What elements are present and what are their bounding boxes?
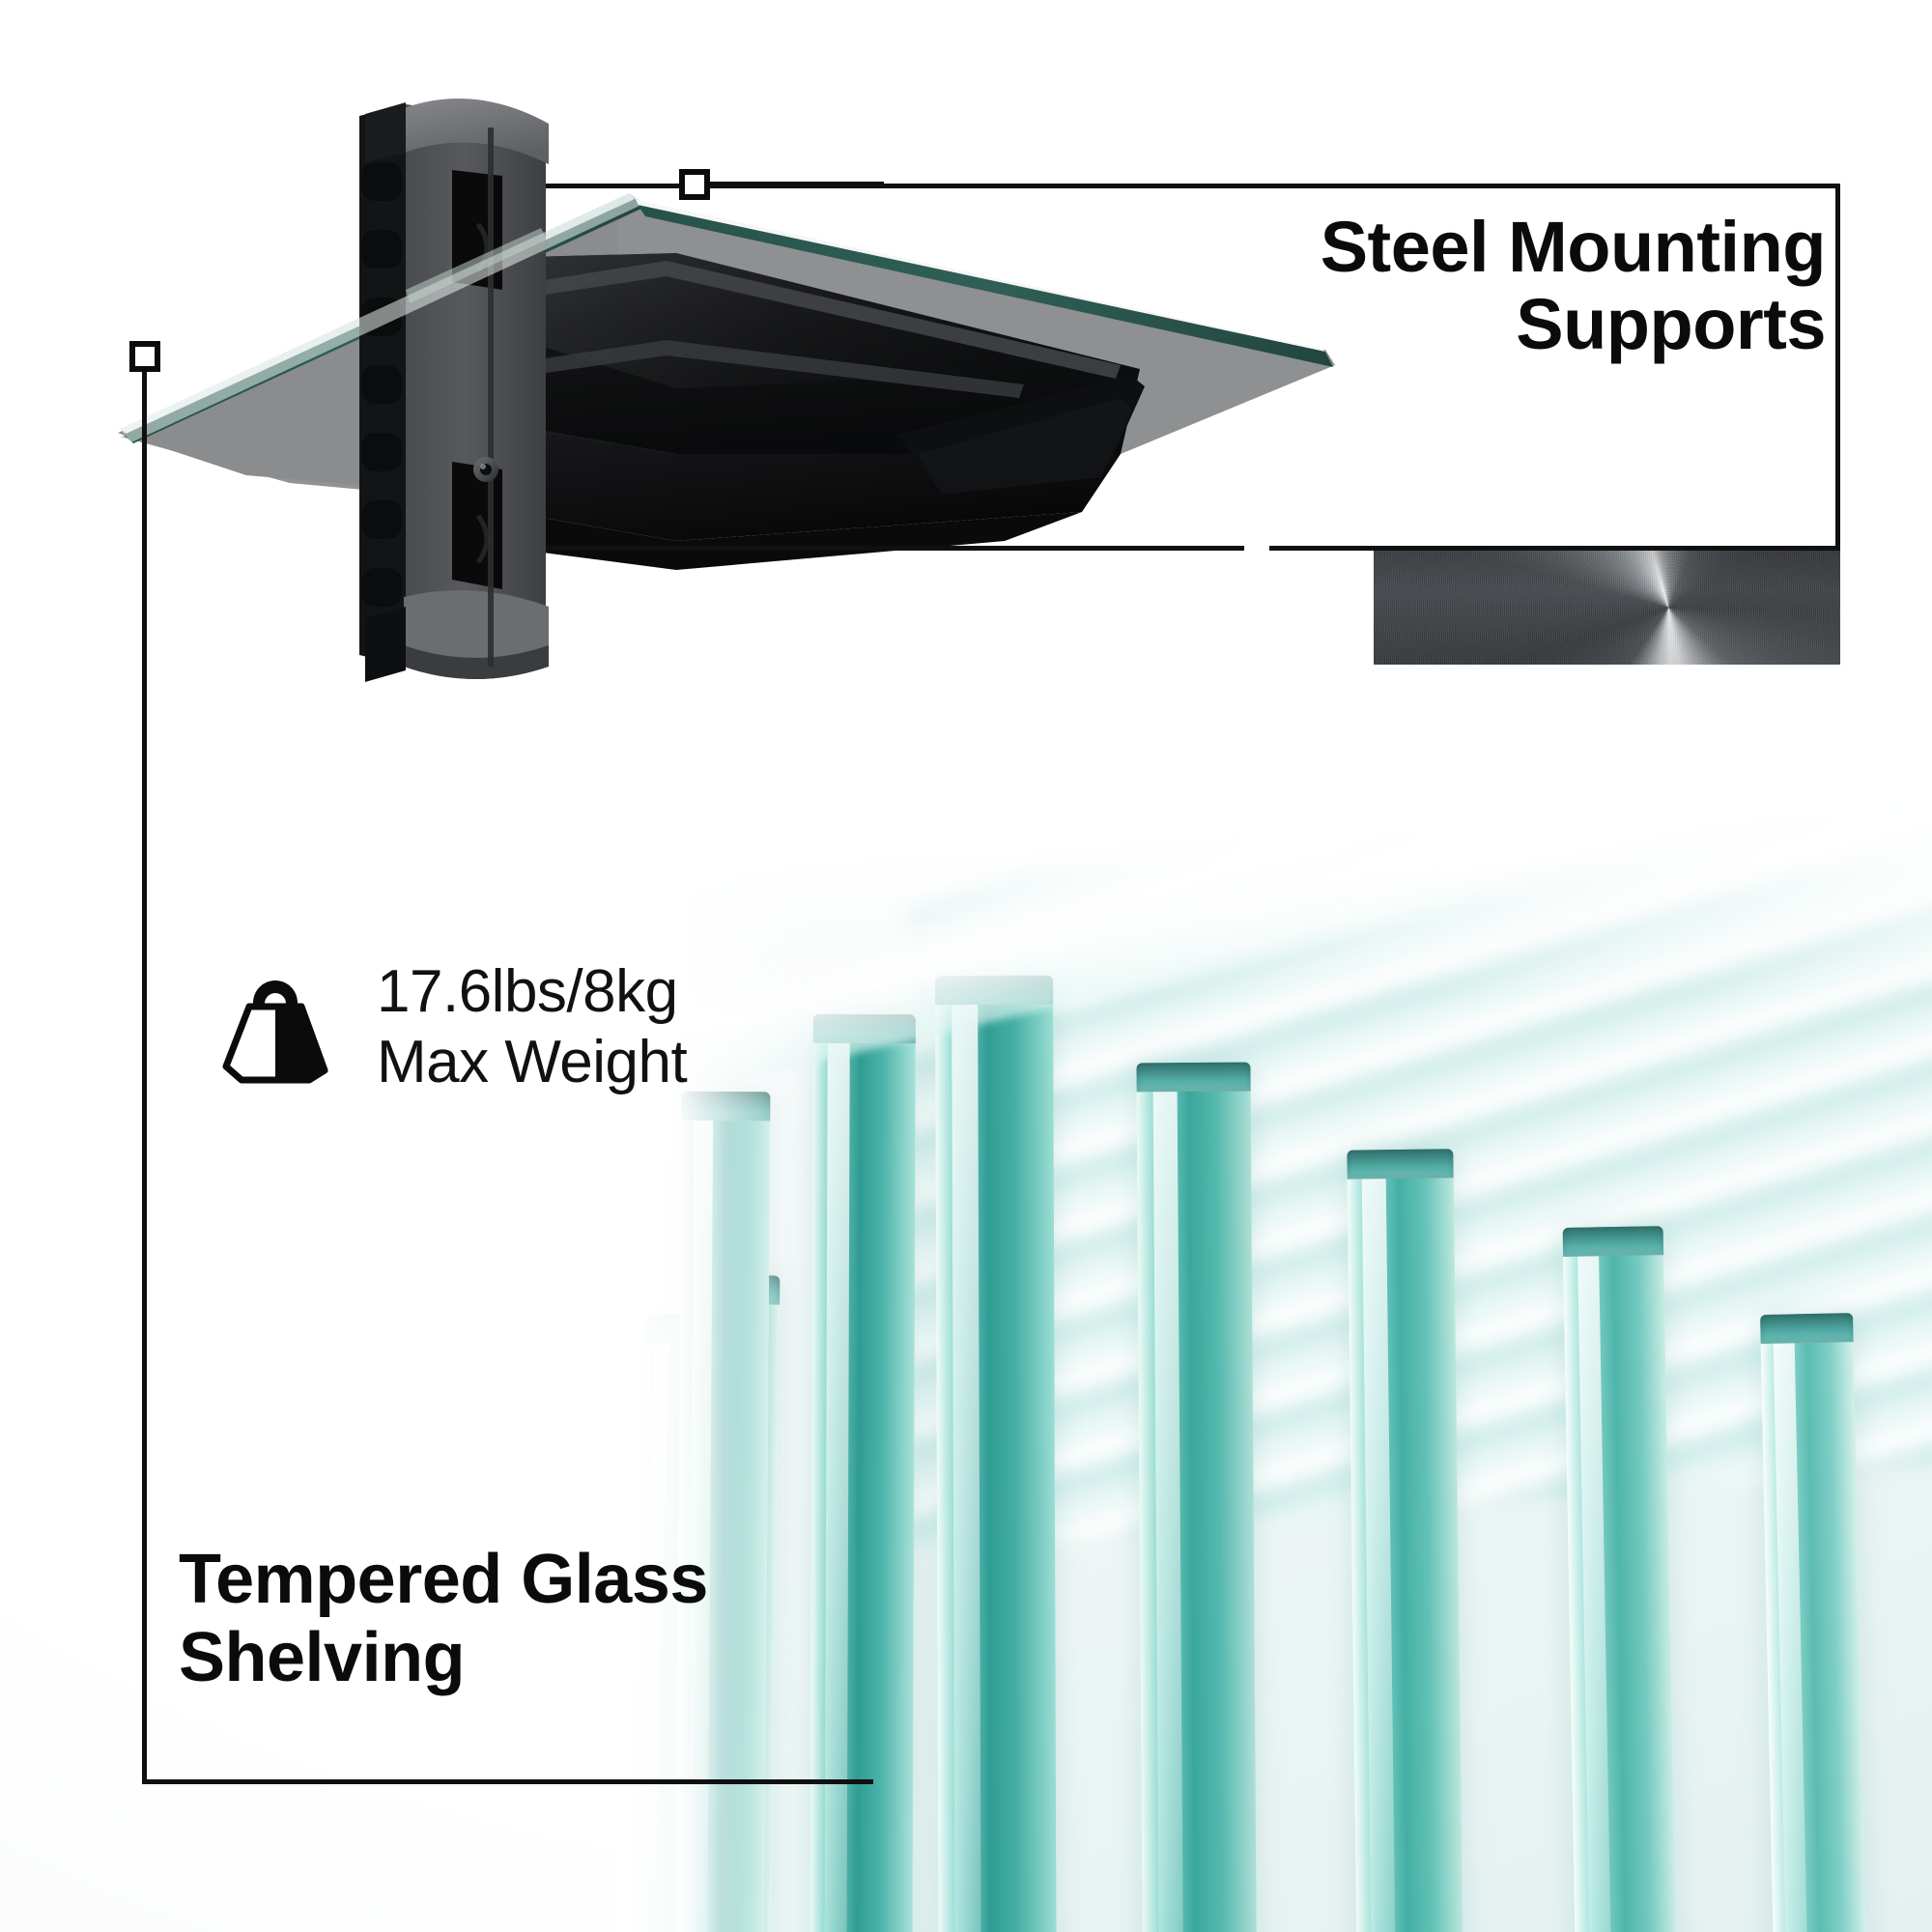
callout-leader-line-horizontal bbox=[142, 1779, 873, 1784]
wall-plate-slot bbox=[452, 462, 502, 589]
steel-swatch-shading bbox=[1374, 551, 1840, 665]
glass-pane bbox=[1136, 1062, 1258, 1932]
steel-swatch-radial-brush bbox=[1374, 551, 1840, 665]
bracket-arm-underside bbox=[454, 415, 1121, 541]
max-weight-text: 17.6lbs/8kg Max Weight bbox=[377, 958, 688, 1096]
max-weight-spec: 17.6lbs/8kg Max Weight bbox=[216, 956, 688, 1097]
callout-title-glass: Tempered Glass Shelving bbox=[179, 1541, 708, 1696]
callout-title-steel: Steel Mounting Supports bbox=[1320, 207, 1827, 364]
callout-marker-arm bbox=[1244, 529, 1269, 568]
glass-photo-top-fade bbox=[618, 773, 1932, 995]
steel-swatch-grain bbox=[1374, 551, 1840, 665]
weight-icon bbox=[222, 980, 328, 1084]
steel-swatch-rings bbox=[1374, 551, 1840, 665]
callout-leader-line-vertical bbox=[142, 372, 147, 1784]
glass-pane bbox=[1760, 1313, 1868, 1932]
glass-pane bbox=[810, 1013, 916, 1932]
glass-pane bbox=[1562, 1226, 1678, 1932]
callout-marker-bracket-top bbox=[679, 169, 710, 200]
mounting-screw bbox=[473, 457, 498, 482]
glass-pane bbox=[935, 975, 1057, 1932]
callout-marker-glass-corner bbox=[129, 341, 160, 372]
stacked-glass-photo bbox=[618, 773, 1932, 1932]
wall-plate-notches bbox=[359, 104, 406, 667]
callout-leader-line-top bbox=[710, 182, 884, 186]
steel-material-swatch bbox=[1374, 551, 1840, 665]
wall-plate-top-cap bbox=[404, 99, 549, 164]
shelf-render bbox=[118, 99, 1335, 682]
glass-pane bbox=[1347, 1149, 1464, 1932]
